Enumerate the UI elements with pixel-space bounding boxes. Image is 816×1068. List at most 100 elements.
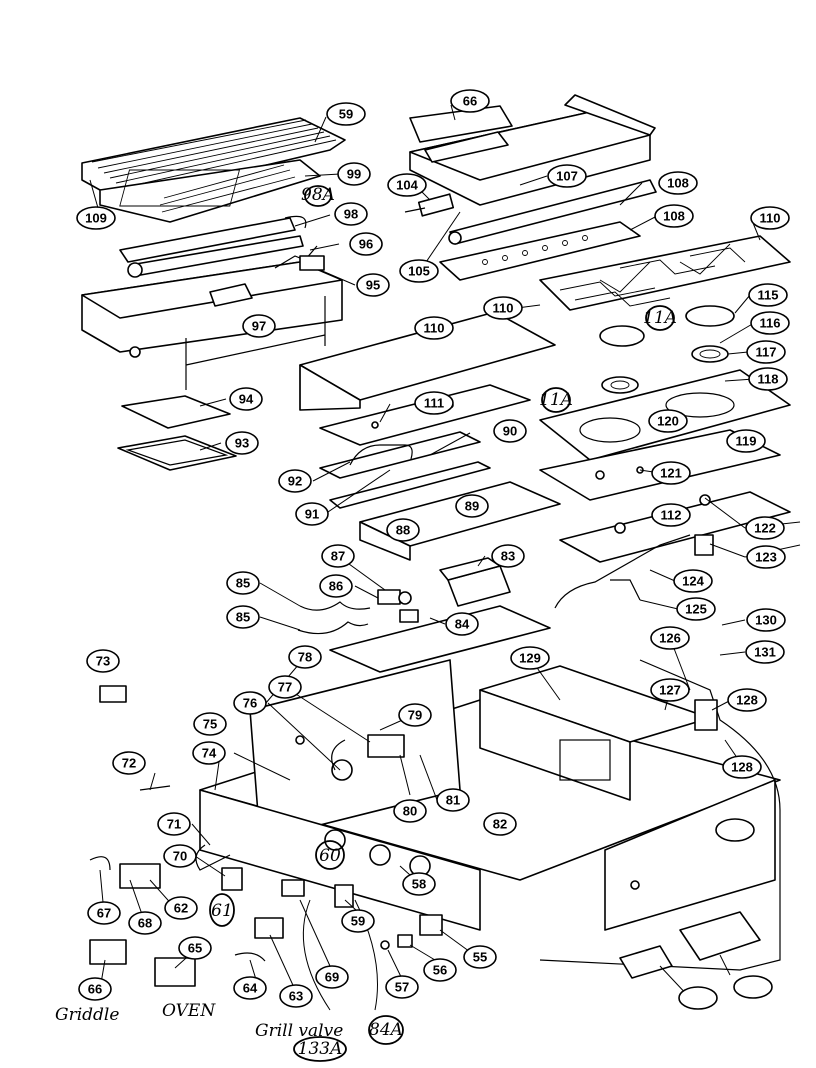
callout-90: 90: [493, 419, 527, 443]
note-98a: 98A: [301, 185, 335, 205]
note-61: 61: [211, 901, 233, 921]
box-83: [439, 557, 511, 607]
svg-text:94: 94: [239, 392, 254, 407]
callout-104: 107: [547, 164, 587, 188]
plate-84: [329, 605, 551, 673]
svg-text:62: 62: [174, 901, 188, 916]
svg-text:65: 65: [188, 941, 202, 956]
callout-113: 117: [746, 340, 786, 364]
callout-78: 78: [288, 645, 322, 669]
callout-110-a: 111: [414, 391, 454, 415]
panel-109: [299, 311, 556, 411]
callout-112: 116: [750, 311, 790, 335]
callout-121: 125: [676, 597, 716, 621]
svg-text:90: 90: [503, 424, 517, 439]
svg-text:131: 131: [754, 645, 776, 660]
svg-text:58: 58: [412, 877, 426, 892]
callout-114: 118: [748, 367, 788, 391]
svg-text:108: 108: [667, 176, 689, 191]
svg-text:99: 99: [347, 167, 361, 182]
svg-text:98: 98: [344, 207, 358, 222]
svg-text:116: 116: [760, 316, 781, 331]
svg-text:93: 93: [235, 436, 249, 451]
svg-text:76: 76: [243, 696, 257, 711]
callout-93: 93: [225, 431, 259, 455]
svg-text:85: 85: [236, 610, 250, 625]
pan-90: [319, 431, 491, 509]
svg-text:130: 130: [755, 613, 777, 628]
callout-76: 76: [233, 691, 267, 715]
svg-text:95: 95: [366, 278, 380, 293]
svg-text:74: 74: [202, 746, 217, 761]
note-11a-b: 11A: [539, 390, 573, 410]
svg-text:56: 56: [433, 963, 447, 978]
callout-81: 81: [436, 788, 470, 812]
svg-text:68: 68: [138, 916, 152, 931]
callout-125: 129: [510, 646, 550, 670]
callout-120: 124: [673, 569, 713, 593]
svg-text:70: 70: [173, 849, 187, 864]
callout-94: 94: [229, 387, 263, 411]
svg-text:82: 82: [493, 817, 507, 832]
griddle-plate-104: [409, 94, 656, 206]
callout-130: [733, 975, 773, 999]
svg-text:79: 79: [408, 708, 422, 723]
callout-101: 66: [450, 89, 490, 113]
callout-69: 69: [315, 965, 349, 989]
svg-text:109: 109: [85, 211, 107, 226]
svg-text:92: 92: [288, 474, 302, 489]
grill-pan-97: [81, 261, 343, 390]
callout-106: 108: [654, 204, 694, 228]
callout-131: [678, 986, 718, 1010]
callout-95: 95: [356, 273, 390, 297]
callout-105: 108: [658, 171, 698, 195]
svg-text:59: 59: [339, 107, 353, 122]
svg-text:63: 63: [289, 989, 303, 1004]
callout-126: 128: [727, 688, 767, 712]
callout-122: 126: [650, 626, 690, 650]
note-grill-valve-num: 133A: [298, 1039, 343, 1059]
callout-107: 110: [750, 206, 790, 230]
callout-96: 96: [349, 232, 383, 256]
thermostat-102: [404, 193, 455, 217]
callout-71: 71: [157, 812, 191, 836]
handwritten-notes: Griddle OVEN Grill valve 133A 84A 60 61 …: [55, 185, 677, 1062]
svg-text:115: 115: [758, 288, 779, 303]
callout-84: 84: [445, 612, 479, 636]
callout-111: 115: [748, 283, 788, 307]
griddle-pan-106: [439, 221, 641, 281]
wires-85: [297, 601, 371, 635]
callout-117: 121: [651, 461, 691, 485]
svg-text:119: 119: [736, 434, 757, 449]
callout-85-a: 85: [226, 571, 260, 595]
callout-103: 105: [399, 259, 439, 283]
callout-129: [715, 818, 755, 842]
callout-102: 104: [387, 173, 427, 197]
note-oven: OVEN: [162, 1001, 216, 1021]
valves-86-87: [377, 589, 412, 605]
svg-text:111: 111: [424, 396, 444, 411]
igniter-96: [274, 245, 325, 271]
svg-text:107: 107: [556, 169, 578, 184]
callout-75: 75: [193, 712, 227, 736]
svg-text:87: 87: [331, 549, 345, 564]
drip-tray-93: [117, 435, 237, 471]
callout-57: 57: [385, 975, 419, 999]
svg-text:129: 129: [519, 651, 541, 666]
svg-text:77: 77: [278, 680, 292, 695]
svg-text:108: 108: [663, 209, 685, 224]
callout-74: 74: [192, 741, 226, 765]
callout-92: 92: [278, 469, 312, 493]
svg-text:57: 57: [395, 980, 409, 995]
svg-text:83: 83: [501, 549, 515, 564]
callout-55: 55: [463, 945, 497, 969]
callout-115: 119: [726, 429, 766, 453]
callout-87: 87: [321, 544, 355, 568]
callout-128: 131: [745, 640, 785, 664]
svg-text:67: 67: [97, 906, 111, 921]
callout-109: 110: [414, 316, 454, 340]
callout-116: 120: [648, 409, 688, 433]
tubing-92: [349, 444, 413, 466]
svg-text:97: 97: [252, 319, 266, 334]
callout-100: 59: [326, 102, 366, 126]
